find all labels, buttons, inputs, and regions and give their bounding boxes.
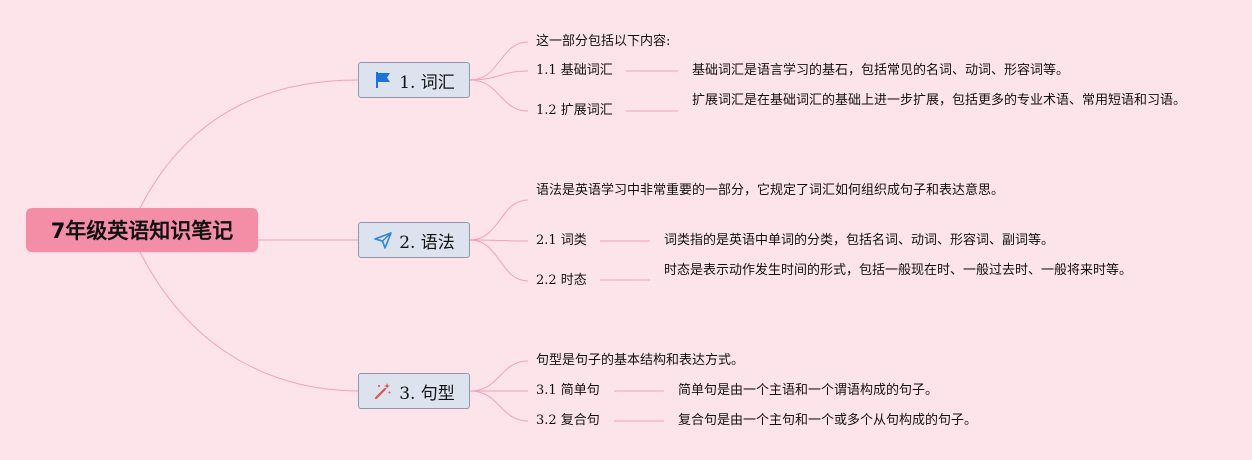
branch-vocabulary[interactable]: 1. 词汇 bbox=[358, 62, 470, 98]
branch-grammar[interactable]: 2. 语法 bbox=[358, 222, 470, 258]
topic-title[interactable]: 3.1 简单句 bbox=[536, 383, 600, 398]
root-node[interactable]: 7年级英语知识笔记 bbox=[26, 208, 258, 252]
magic-wand-icon bbox=[373, 381, 393, 401]
branch-sentence-patterns[interactable]: 3. 句型 bbox=[358, 373, 470, 409]
topic-description: 时态是表示动作发生时间的形式，包括一般现在时、一般过去时、一般将来时等。 bbox=[664, 263, 1133, 278]
paper-plane-icon bbox=[373, 230, 393, 250]
branch-intro: 句型是句子的基本结构和表达方式。 bbox=[536, 353, 745, 368]
topic-description: 复合句是由一个主句和一个或多个从句构成的句子。 bbox=[678, 413, 978, 428]
connector-root-branch-3 bbox=[139, 251, 359, 392]
branch-label: 1. 词汇 bbox=[399, 72, 455, 93]
topic-title[interactable]: 2.1 词类 bbox=[536, 233, 587, 248]
topic-title[interactable]: 1.2 扩展词汇 bbox=[536, 103, 613, 118]
topic-description: 词类指的是英语中单词的分类，包括名词、动词、形容词、副词等。 bbox=[664, 233, 1055, 248]
branch-intro: 语法是英语学习中非常重要的一部分，它规定了词汇如何组织成句子和表达意思。 bbox=[536, 183, 1005, 198]
branch-label: 2. 语法 bbox=[399, 232, 455, 253]
branch-label: 3. 句型 bbox=[399, 383, 455, 404]
topic-title[interactable]: 3.2 复合句 bbox=[536, 413, 600, 428]
topic-description: 扩展词汇是在基础词汇的基础上进一步扩展，包括更多的专业术语、常用短语和习语。 bbox=[692, 93, 1187, 108]
topic-title[interactable]: 2.2 时态 bbox=[536, 273, 587, 288]
flag-icon bbox=[373, 70, 393, 90]
root-label: 7年级英语知识笔记 bbox=[50, 219, 234, 243]
branch-intro: 这一部分包括以下内容: bbox=[536, 34, 671, 49]
topic-title[interactable]: 1.1 基础词汇 bbox=[536, 63, 613, 78]
connector-root-branch-1 bbox=[139, 79, 359, 209]
topic-description: 简单句是由一个主语和一个谓语构成的句子。 bbox=[678, 383, 939, 398]
topic-description: 基础词汇是语言学习的基石，包括常见的名词、动词、形容词等。 bbox=[692, 63, 1070, 78]
